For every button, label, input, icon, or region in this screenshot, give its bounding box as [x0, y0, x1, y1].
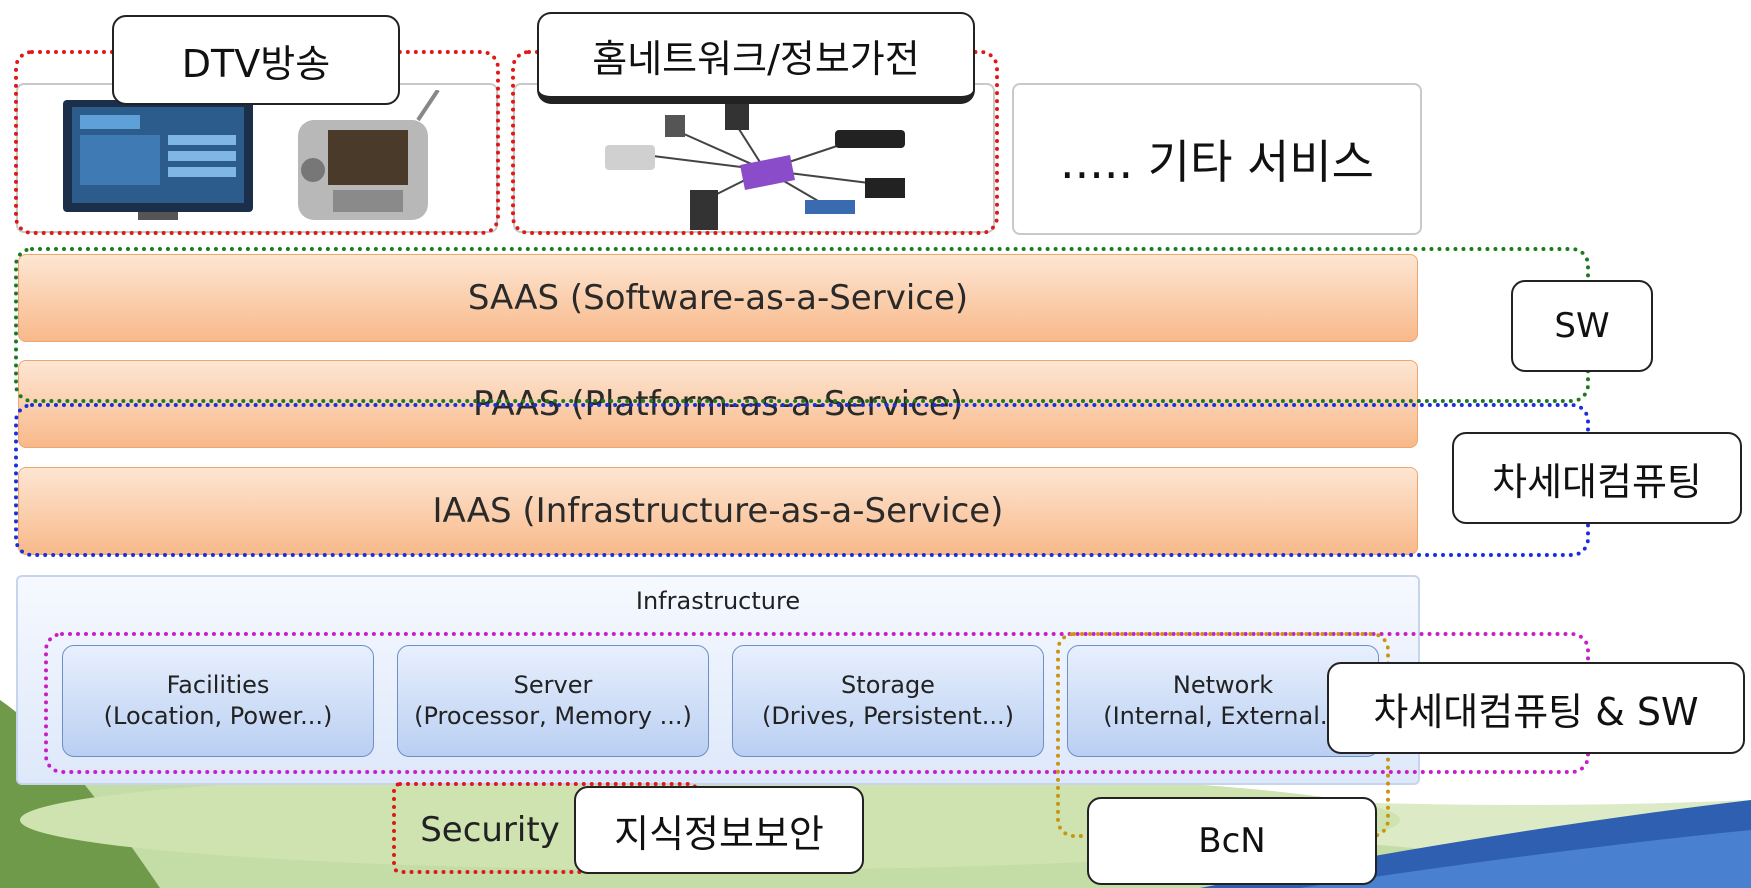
knowledge-security-callout: 지식정보보안 — [574, 786, 864, 874]
server-box: Server (Processor, Memory ...) — [397, 645, 709, 757]
network-detail: (Internal, External... — [1103, 702, 1343, 730]
security-label: Security — [420, 810, 560, 850]
other-services-label: ..... 기타 서비스 — [1060, 135, 1374, 189]
other-services-panel: ..... 기타 서비스 — [1012, 83, 1422, 235]
facilities-box: Facilities (Location, Power...) — [62, 645, 374, 757]
storage-name: Storage — [841, 670, 935, 699]
next-gen-label: 차세대컴퓨팅 — [1492, 459, 1702, 504]
facilities-detail: (Location, Power...) — [103, 702, 333, 730]
next-gen-sw-callout: 차세대컴퓨팅 & SW — [1327, 662, 1745, 754]
next-gen-sw-label: 차세대컴퓨팅 & SW — [1373, 689, 1699, 734]
iaas-label: IAAS (Infrastructure-as-a-Service) — [432, 491, 1004, 531]
home-network-callout: 홈네트워크/정보가전 — [537, 12, 975, 104]
saas-label: SAAS (Software-as-a-Service) — [467, 278, 969, 318]
sw-callout: SW — [1511, 280, 1653, 372]
storage-detail: (Drives, Persistent...) — [761, 702, 1015, 730]
saas-layer: SAAS (Software-as-a-Service) — [18, 254, 1418, 342]
next-gen-callout: 차세대컴퓨팅 — [1452, 432, 1742, 524]
security-label-wrap: Security — [390, 800, 590, 860]
paas-layer: PAAS (Platform-as-a-Service) — [18, 360, 1418, 448]
knowledge-security-label: 지식정보보안 — [614, 811, 824, 856]
infrastructure-panel: Infrastructure Facilities (Location, Pow… — [16, 575, 1420, 785]
infrastructure-title: Infrastructure — [635, 587, 801, 615]
home-network-label: 홈네트워크/정보가전 — [592, 36, 920, 81]
storage-box: Storage (Drives, Persistent...) — [732, 645, 1044, 757]
network-name: Network — [1172, 670, 1274, 699]
iaas-layer: IAAS (Infrastructure-as-a-Service) — [18, 467, 1418, 555]
paas-label: PAAS (Platform-as-a-Service) — [473, 384, 963, 424]
sw-label: SW — [1554, 306, 1610, 346]
dtv-panel — [16, 83, 498, 233]
dtv-label: DTV방송 — [181, 41, 331, 86]
bcn-callout: BcN — [1087, 797, 1377, 885]
server-detail: (Processor, Memory ...) — [414, 702, 692, 730]
mobile-tv-icon — [298, 90, 440, 220]
dtv-callout: DTV방송 — [112, 15, 400, 105]
server-name: Server — [513, 670, 593, 699]
home-network-panel — [513, 83, 995, 233]
bcn-label: BcN — [1198, 821, 1266, 861]
tv-device-icon — [63, 100, 253, 220]
facilities-name: Facilities — [166, 670, 270, 699]
home-network-icon — [605, 100, 905, 230]
